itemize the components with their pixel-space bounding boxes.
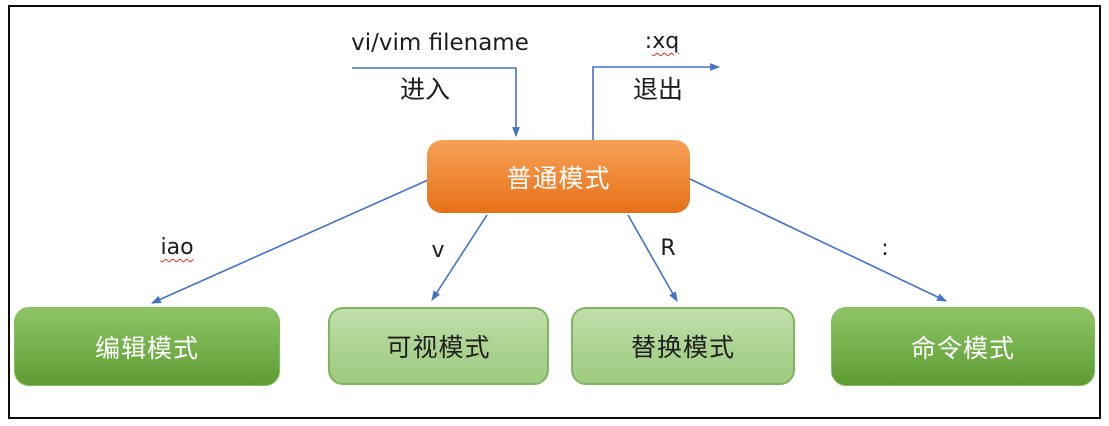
connector-exit-normal-mode [592, 63, 721, 140]
connector-normal-to-edit [150, 179, 429, 304]
enter-action-label: 进入 [399, 75, 451, 104]
connector-enter-normal-mode [352, 67, 520, 138]
command-mode-label: 命令模式 [910, 333, 1015, 363]
normal-mode-label: 普通模式 [506, 163, 611, 193]
visual-mode-node: 可视模式 [328, 307, 549, 385]
connector-normal-to-visual [431, 214, 488, 301]
edit-mode-label: 编辑模式 [94, 333, 199, 363]
key-label-colon: : [881, 236, 889, 261]
key-label-v: v [431, 238, 445, 263]
replace-mode-label: 替换模式 [630, 333, 735, 362]
replace-mode-node: 替换模式 [571, 307, 795, 385]
exit-command-colon: : [644, 29, 653, 54]
key-label-iao: iao [160, 235, 194, 260]
normal-mode-node: 普通模式 [427, 140, 690, 213]
visual-mode-label: 可视模式 [386, 333, 491, 362]
key-label-r: R [660, 236, 676, 261]
command-mode-node: 命令模式 [831, 307, 1095, 386]
entry-command-label: vi/vim filename [351, 30, 529, 56]
diagram-outer-frame [8, 5, 1101, 419]
exit-action-label: 退出 [632, 75, 684, 104]
edit-mode-node: 编辑模式 [14, 307, 280, 386]
exit-command-word: xq [652, 29, 680, 54]
connector-normal-to-replace [627, 214, 678, 302]
exit-command-label: :xq [644, 29, 680, 54]
connector-normal-to-command [689, 178, 948, 302]
